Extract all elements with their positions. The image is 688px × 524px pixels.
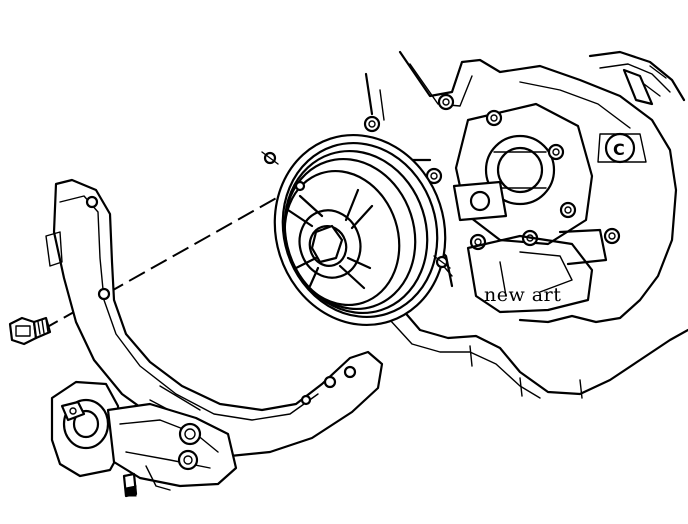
- engine-block: C: [363, 50, 688, 399]
- cover-bolts: [363, 93, 621, 251]
- rubber-mount: [50, 380, 238, 498]
- figure-caption: new art: [484, 284, 562, 306]
- svg-text:C: C: [613, 140, 625, 159]
- mounting-bolt: [8, 316, 52, 346]
- engine-mount-bracket: [45, 178, 384, 458]
- crankshaft-pulley: [261, 133, 451, 327]
